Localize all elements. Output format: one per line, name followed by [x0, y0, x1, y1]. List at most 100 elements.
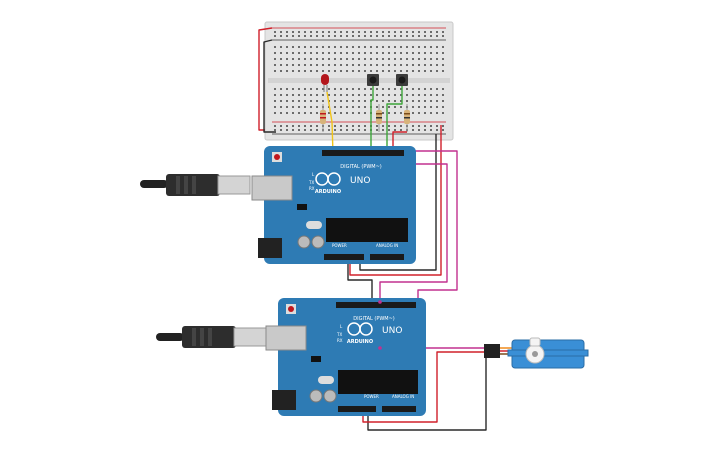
power-header [324, 254, 364, 260]
breadboard-hole [382, 64, 384, 66]
breadboard-hole [382, 52, 384, 54]
breadboard-hole [346, 100, 348, 102]
breadboard-hole [358, 46, 360, 48]
breadboard-hole [292, 70, 294, 72]
breadboard-hole [358, 52, 360, 54]
breadboard-hole [340, 70, 342, 72]
breadboard-hole [370, 88, 372, 90]
breadboard-hole [424, 94, 426, 96]
breadboard-hole [280, 106, 282, 108]
breadboard-hole [292, 46, 294, 48]
breadboard-hole [286, 129, 288, 131]
breadboard-hole [304, 129, 306, 131]
breadboard-hole [364, 52, 366, 54]
brand-label: ARDUINO [315, 189, 341, 195]
breadboard-hole [352, 52, 354, 54]
breadboard-hole [388, 125, 390, 127]
breadboard-hole [298, 35, 300, 37]
led-label-rx: RX [337, 338, 343, 343]
breadboard-hole [286, 125, 288, 127]
servo-motor [484, 337, 589, 369]
breadboard-hole [304, 100, 306, 102]
breadboard-hole [436, 88, 438, 90]
breadboard-hole [316, 106, 318, 108]
breadboard-hole [400, 112, 402, 114]
breadboard-hole [316, 125, 318, 127]
breadboard-hole [304, 64, 306, 66]
breadboard-hole [436, 52, 438, 54]
breadboard-hole [358, 35, 360, 37]
breadboard-hole [304, 46, 306, 48]
breadboard-hole [424, 88, 426, 90]
breadboard-hole [382, 31, 384, 33]
breadboard-hole [358, 112, 360, 114]
breadboard-holes [274, 31, 444, 131]
breadboard-hole [430, 88, 432, 90]
breadboard-hole [388, 106, 390, 108]
breadboard-hole [418, 129, 420, 131]
breadboard-hole [376, 129, 378, 131]
breadboard-hole [316, 88, 318, 90]
breadboard-hole [358, 106, 360, 108]
breadboard-hole [292, 31, 294, 33]
breadboard-hole [442, 31, 444, 33]
breadboard-hole [412, 112, 414, 114]
breadboard-hole [430, 100, 432, 102]
breadboard-hole [328, 94, 330, 96]
breadboard-hole [430, 35, 432, 37]
breadboard-hole [340, 35, 342, 37]
breadboard-hole [358, 125, 360, 127]
breadboard-hole [274, 106, 276, 108]
breadboard-hole [394, 70, 396, 72]
usb-port [265, 325, 307, 351]
wire-black-gnd-top [359, 134, 437, 271]
breadboard-hole [346, 64, 348, 66]
breadboard-hole [388, 129, 390, 131]
breadboard-hole [352, 129, 354, 131]
breadboard-hole [406, 46, 408, 48]
breadboard-hole [442, 70, 444, 72]
breadboard-hole [418, 88, 420, 90]
breadboard-hole [310, 35, 312, 37]
breadboard-hole [346, 35, 348, 37]
breadboard-hole [334, 94, 336, 96]
breadboard-hole [292, 112, 294, 114]
breadboard-hole [280, 112, 282, 114]
breadboard-hole [394, 100, 396, 102]
breadboard-hole [394, 52, 396, 54]
chip-small [297, 204, 307, 210]
breadboard-hole [442, 58, 444, 60]
digital-header [336, 302, 416, 308]
breadboard-hole [388, 112, 390, 114]
breadboard-hole [316, 64, 318, 66]
breadboard-hole [370, 58, 372, 60]
breadboard-hole [286, 35, 288, 37]
breadboard-hole [400, 129, 402, 131]
breadboard-hole [442, 106, 444, 108]
breadboard-hole [370, 70, 372, 72]
breadboard-hole [364, 112, 366, 114]
breadboard-hole [304, 70, 306, 72]
breadboard-hole [400, 106, 402, 108]
breadboard-hole [406, 70, 408, 72]
breadboard-hole [430, 46, 432, 48]
analog-label: ANALOG IN [376, 243, 398, 248]
breadboard-hole [334, 112, 336, 114]
resistor-button-1 [376, 104, 382, 132]
analog-label: ANALOG IN [392, 394, 414, 399]
breadboard-hole [412, 52, 414, 54]
breadboard-hole [274, 31, 276, 33]
breadboard-hole [334, 129, 336, 131]
led-label-rx: RX [309, 186, 315, 191]
breadboard-hole [316, 129, 318, 131]
breadboard-hole [280, 31, 282, 33]
breadboard-hole [310, 112, 312, 114]
breadboard-hole [412, 100, 414, 102]
breadboard-hole [376, 94, 378, 96]
breadboard-hole [286, 112, 288, 114]
power-jack [258, 238, 282, 258]
breadboard-hole [346, 129, 348, 131]
crystal [318, 376, 334, 384]
breadboard-hole [382, 88, 384, 90]
breadboard-hole [340, 46, 342, 48]
